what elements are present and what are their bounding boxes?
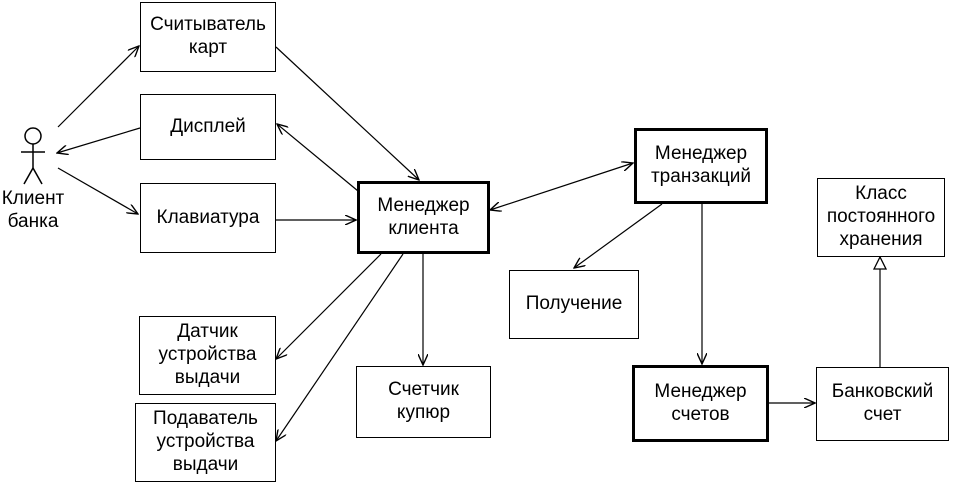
connector-client-to-card-reader bbox=[57, 46, 139, 128]
connector-display-to-client bbox=[57, 127, 141, 153]
display-box: Дисплей bbox=[140, 94, 276, 160]
connector-client-manager-transaction-manager bbox=[490, 163, 633, 210]
transaction-manager-box: Менеджер транзакций bbox=[634, 128, 768, 204]
connector-client-to-keyboard bbox=[57, 167, 138, 214]
connector-client-manager-to-dispenser-sensor bbox=[276, 253, 382, 359]
receipt-box: Получение bbox=[509, 270, 639, 339]
connector-card-reader-to-client-manager bbox=[275, 46, 419, 180]
dispenser-feeder-box: Подаватель устройства выдачи bbox=[135, 403, 276, 482]
bank-client-actor-label: Клиент банка bbox=[1, 188, 65, 232]
connector-client-manager-to-display bbox=[277, 124, 359, 192]
dispenser-sensor-box: Датчик устройства выдачи bbox=[139, 316, 276, 395]
account-manager-box: Менеджер счетов bbox=[632, 365, 769, 442]
card-reader-box: Считыватель карт bbox=[140, 2, 276, 72]
keyboard-box: Клавиатура bbox=[140, 183, 276, 253]
connector-client-manager-to-dispenser-feeder bbox=[276, 253, 404, 441]
bank-client-actor-icon bbox=[21, 127, 45, 185]
persistent-storage-class-box: Класс постоянного хранения bbox=[817, 178, 945, 257]
client-manager-box: Менеджер клиента bbox=[357, 181, 490, 254]
bill-counter-box: Счетчик купюр bbox=[356, 366, 491, 438]
bank-account-box: Банковский счет bbox=[816, 367, 949, 441]
connector-transaction-manager-to-receipt bbox=[574, 203, 663, 268]
